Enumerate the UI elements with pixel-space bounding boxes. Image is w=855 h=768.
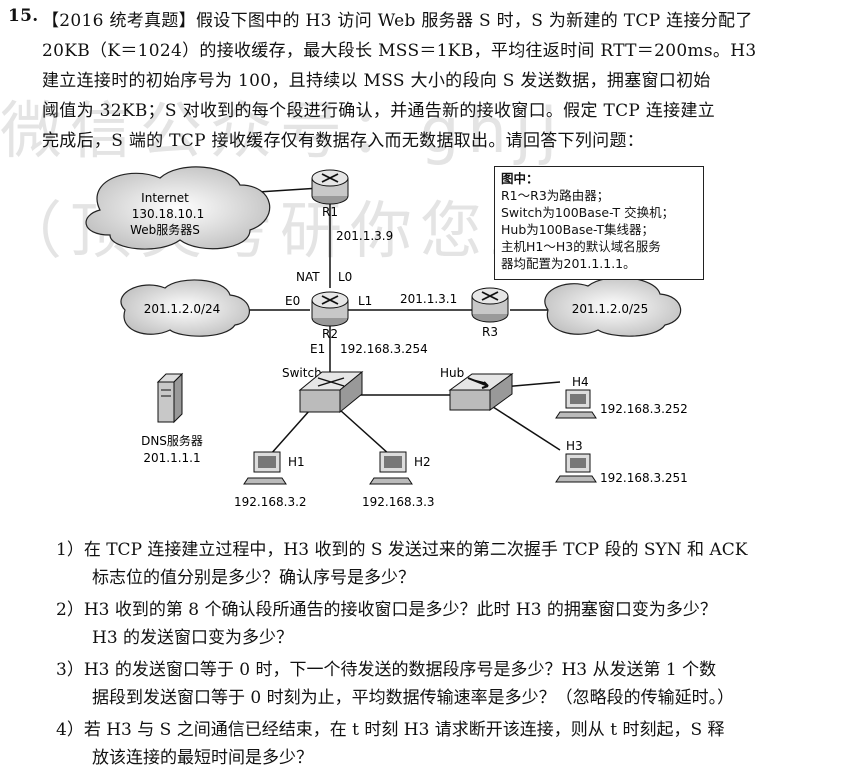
router-r3-icon <box>471 287 509 323</box>
router-r1-icon <box>311 169 349 205</box>
h4-ip: 192.168.3.252 <box>600 402 688 416</box>
problem-number: 15. <box>8 6 39 26</box>
problem-line-1: 【2016 统考真题】假设下图中的 H3 访问 Web 服务器 S 时，S 为新… <box>42 11 753 31</box>
problem-line-5: 完成后，S 端的 TCP 接收缓存仅有数据存入而无数据取出。请回答下列问题： <box>42 131 645 151</box>
dns-label: DNS服务器 <box>141 433 203 448</box>
switch-icon <box>298 370 364 414</box>
h4-label: H4 <box>572 375 589 389</box>
dns-ip: 201.1.1.1 <box>143 451 200 465</box>
network-diagram: Internet 130.18.10.1 Web服务器S R1 201.1.3.… <box>85 166 688 509</box>
hub-icon <box>448 373 514 411</box>
dns-server-icon <box>156 372 184 424</box>
switch-label: Switch <box>282 366 322 380</box>
h2-ip: 192.168.3.3 <box>362 495 435 509</box>
problem-line-4: 阈值为 32KB；S 对收到的每个段进行确认，并通告新的接收窗口。假定 TCP … <box>42 101 716 121</box>
right-cloud-label: 201.1.2.0/25 <box>572 302 649 316</box>
left-cloud-label: 201.1.2.0/24 <box>144 302 221 316</box>
host-h4-icon <box>555 389 597 419</box>
network-links <box>240 187 561 456</box>
lan-cloud-left: 201.1.2.0/24 <box>120 279 250 337</box>
l0-label: L0 <box>338 270 352 284</box>
h3-ip: 192.168.3.251 <box>600 471 688 485</box>
hub-label: Hub <box>440 366 464 380</box>
r2-label: R2 <box>322 327 338 341</box>
r3-label: R3 <box>482 325 498 339</box>
e1-label: E1 <box>310 342 325 356</box>
question-2-line-2: H3 的发送窗口变为多少？ <box>92 628 294 648</box>
host-h2-icon <box>369 451 413 485</box>
h1-label: H1 <box>288 455 305 469</box>
h2-label: H2 <box>414 455 431 469</box>
internet-label: Internet <box>141 191 189 205</box>
lan-cloud-right: 201.1.2.0/25 <box>544 276 682 337</box>
question-1-line-2: 标志位的值分别是多少？确认序号是多少？ <box>92 568 415 588</box>
l1-label: L1 <box>358 294 372 308</box>
legend-line-1: R1～R3为路由器； <box>501 188 610 203</box>
router-r2-icon <box>311 291 349 327</box>
question-4-line-1: 4）若 H3 与 S 之间通信已经结束，在 t 时刻 H3 请求断开该连接，则从… <box>56 720 725 740</box>
e0-label: E0 <box>285 294 300 308</box>
host-h1-icon <box>243 451 287 485</box>
legend-title: 图中： <box>501 171 539 186</box>
legend-line-4: 主机H1～H3的默认域名服务 <box>501 239 661 254</box>
r1-ip: 201.1.3.9 <box>336 229 393 243</box>
web-server-label: Web服务器S <box>130 222 200 237</box>
problem-line-2: 20KB（K＝1024）的接收缓存，最大段长 MSS＝1KB，平均往返时间 RT… <box>42 41 757 61</box>
host-h3-icon <box>555 453 597 483</box>
legend-line-3: Hub为100Base-T集线器； <box>501 222 655 237</box>
legend-line-5: 器均配置为201.1.1.1。 <box>501 256 636 271</box>
r1-label: R1 <box>322 205 338 219</box>
internet-cloud: Internet 130.18.10.1 Web服务器S <box>85 166 271 250</box>
l1-ip: 201.1.3.1 <box>400 292 457 306</box>
h1-ip: 192.168.3.2 <box>234 495 307 509</box>
e1-ip: 192.168.3.254 <box>340 342 428 356</box>
question-1-line-1: 1）在 TCP 连接建立过程中，H3 收到的 S 发送过来的第二次握手 TCP … <box>56 540 748 560</box>
problem-line-3: 建立连接时的初始序号为 100，且持续以 MSS 大小的段向 S 发送数据，拥塞… <box>42 71 711 91</box>
nat-label: NAT <box>296 270 320 284</box>
legend-line-2: Switch为100Base-T 交换机； <box>501 205 675 220</box>
web-server-ip: 130.18.10.1 <box>132 207 205 221</box>
question-2-line-1: 2）H3 收到的第 8 个确认段所通告的接收窗口是多少？此时 H3 的拥塞窗口变… <box>56 600 717 620</box>
question-3-line-1: 3）H3 的发送窗口等于 0 时，下一个待发送的数据段序号是多少？H3 从发送第… <box>56 660 717 680</box>
h3-label: H3 <box>566 439 583 453</box>
diagram-legend: 图中： R1～R3为路由器； Switch为100Base-T 交换机； Hub… <box>494 166 704 280</box>
question-4-line-2: 放该连接的最短时间是多少？ <box>92 748 313 768</box>
question-3-line-2: 据段到发送窗口等于 0 时刻为止，平均数据传输速率是多少？（忽略段的传输延时。） <box>92 688 735 708</box>
watermark-line-1: 微信公众号：ghjj <box>0 94 566 167</box>
